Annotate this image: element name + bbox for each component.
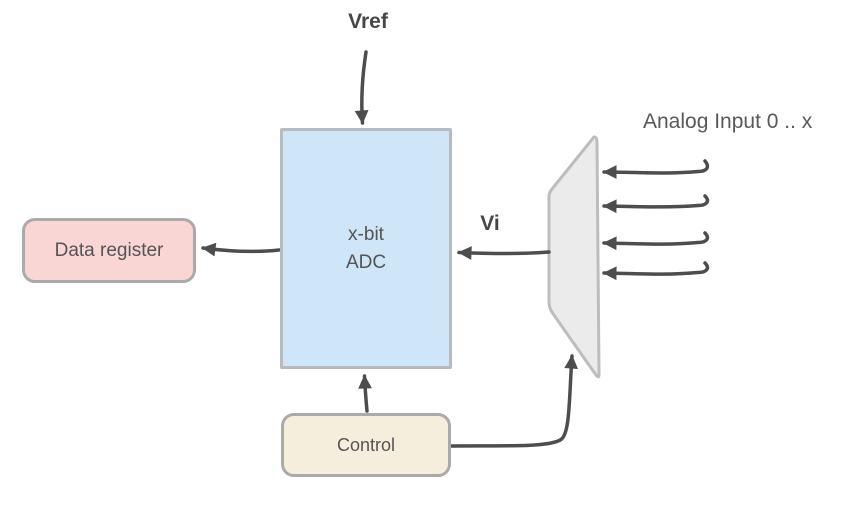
vref-to-adc-arrow: [354, 50, 369, 125]
analog-input-arrow-0: [602, 159, 710, 179]
control-to-mux-arrow: [449, 354, 579, 448]
vi-label: Vi: [480, 212, 500, 235]
mux-to-adc-arrow: [457, 246, 551, 260]
adc-node-label: x-bit ADC: [345, 223, 387, 273]
analog-input-arrow-3: [602, 261, 710, 281]
control-to-adc-arrow: [358, 374, 372, 413]
adc-node: x-bit ADC: [280, 128, 452, 369]
analog-input-arrow-1: [602, 194, 710, 214]
analog-input-label: Analog Input 0 .. x: [643, 110, 813, 133]
data-register-node-label: Data register: [54, 239, 164, 261]
data-register-node: Data register: [22, 218, 196, 283]
adc-to-data-register-arrow: [201, 242, 281, 257]
vref-label: Vref: [348, 10, 388, 33]
analog-input-arrow-2: [602, 231, 710, 251]
control-node-label: Control: [336, 434, 396, 455]
control-node: Control: [281, 413, 451, 477]
multiplexer-shape: [547, 135, 601, 379]
